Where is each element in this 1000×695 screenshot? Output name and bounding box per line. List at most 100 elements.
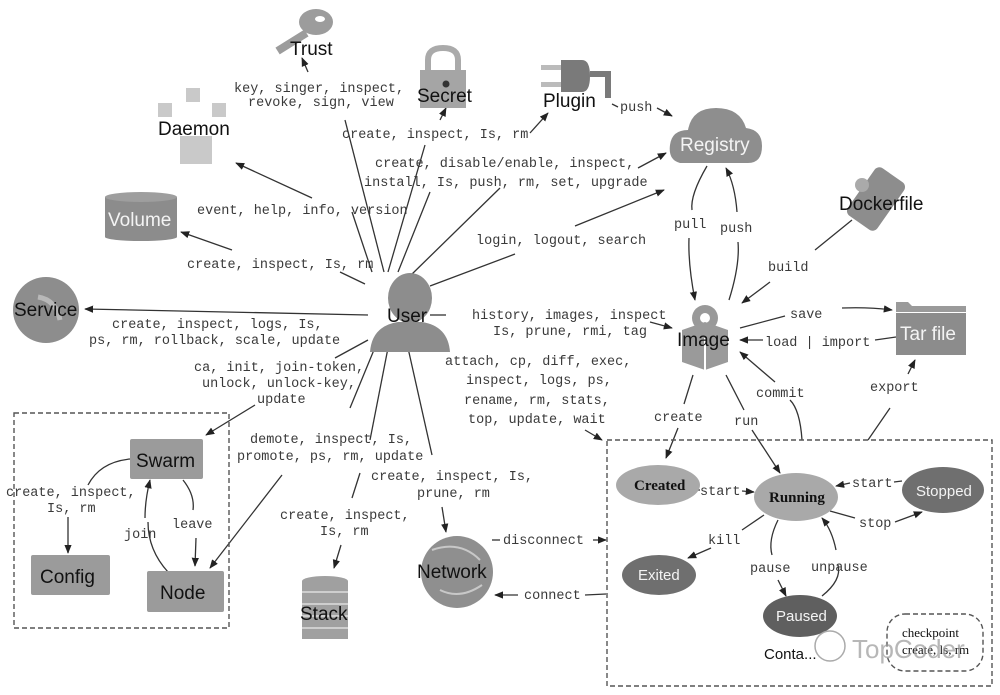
edge-running-exited <box>687 547 712 559</box>
lock-icon <box>420 44 466 108</box>
label-image-1: history, images, inspect <box>472 309 666 324</box>
label-kill: kill <box>708 534 740 549</box>
edge-user-volume-lower <box>339 271 366 285</box>
label-trust-1: key, singer, inspect, <box>234 82 404 97</box>
user-node[interactable]: User <box>370 273 450 352</box>
gear-box-icon <box>682 305 728 370</box>
label-service-1: create, inspect, logs, Is, <box>112 318 323 333</box>
config-box <box>31 555 110 595</box>
secret-node[interactable]: Secret <box>417 44 473 108</box>
label-swarm-2: unlock, unlock-key, <box>202 377 356 392</box>
plug-icon <box>541 60 611 98</box>
edge-start2-a <box>893 480 903 483</box>
edge-user-stack <box>332 544 342 569</box>
cloud-icon <box>669 108 762 163</box>
label-run: run <box>734 415 758 430</box>
label-pause: pause <box>750 562 791 577</box>
edge-user-image <box>649 321 673 330</box>
network-node[interactable]: Network <box>417 536 493 608</box>
edge-swarm-leave <box>191 537 199 567</box>
state-stopped[interactable]: Stopped <box>902 467 984 513</box>
state-running[interactable]: Running <box>754 473 838 521</box>
container-label: Conta... <box>764 646 817 663</box>
label-join: join <box>124 528 156 543</box>
tarfile-label: Tar file <box>900 324 956 345</box>
state-exited[interactable]: Exited <box>622 555 696 595</box>
edges <box>64 57 923 599</box>
tarfile-node[interactable]: Tar file <box>896 302 966 355</box>
edge-swarm-leave-a <box>182 479 194 511</box>
edge-plugin-push-a <box>611 103 619 108</box>
folder-icon <box>896 302 966 355</box>
key-icon <box>275 9 333 55</box>
edge-image-run <box>751 429 781 474</box>
label-container-4: top, update, wait <box>468 413 606 428</box>
daemon-icon <box>158 88 226 164</box>
edge-user-node-upper <box>349 344 377 409</box>
edge-node-join-a <box>147 521 169 573</box>
trust-node[interactable]: Trust <box>275 9 333 60</box>
cylinder-icon <box>105 192 177 241</box>
registry-node[interactable]: Registry <box>669 108 762 163</box>
dockerfile-label: Dockerfile <box>839 194 923 215</box>
edge-user-stack-mid <box>351 472 361 499</box>
edge-node-join <box>144 479 152 519</box>
scroll-icon <box>846 167 906 231</box>
label-config-2: Is, rm <box>47 502 96 517</box>
label-load-import: load | import <box>765 336 870 351</box>
edge-unpause-a <box>821 564 840 597</box>
label-swarm-1: ca, init, join-token, <box>194 361 364 376</box>
edge-user-node <box>209 474 283 569</box>
label-swarm-3: update <box>257 393 306 408</box>
watermark: TopCoder <box>814 630 965 664</box>
label-trust-2: revoke, sign, view <box>248 96 394 111</box>
checkpoint-label-1: checkpoint <box>902 625 959 640</box>
label-container-3: rename, rm, stats, <box>464 394 610 409</box>
edge-image-run-a <box>725 374 745 411</box>
globe-lines <box>431 545 483 595</box>
edge-user-plugin-a <box>397 191 431 273</box>
trust-label: Trust <box>290 39 333 60</box>
service-node[interactable]: Service <box>13 277 79 343</box>
daemon-label: Daemon <box>158 119 230 140</box>
exited-label: Exited <box>638 567 680 584</box>
plugin-label: Plugin <box>543 91 596 112</box>
edge-user-daemon-lower <box>351 211 373 273</box>
edge-export <box>907 359 916 375</box>
node-label: Node <box>160 583 205 604</box>
node-node[interactable]: Node <box>147 571 224 612</box>
state-created[interactable]: Created <box>616 465 700 505</box>
image-label: Image <box>677 330 730 351</box>
stack-node[interactable]: Stack <box>300 576 348 639</box>
edge-user-trust <box>301 57 309 73</box>
label-secret: create, inspect, Is, rm <box>342 128 528 143</box>
edge-user-service <box>84 305 369 316</box>
image-node[interactable]: Image <box>677 305 730 370</box>
state-paused[interactable]: Paused <box>763 595 837 637</box>
edge-tar-load-a <box>874 336 897 341</box>
label-connect: connect <box>524 589 581 604</box>
label-push: push <box>720 222 752 237</box>
edge-image-push-a <box>728 241 739 301</box>
edge-export-a <box>867 407 891 441</box>
container-group-box <box>606 439 993 687</box>
edge-user-registry-login <box>574 189 665 227</box>
edge-registry-pull <box>688 237 697 301</box>
plugin-node[interactable]: Plugin <box>541 60 611 112</box>
label-daemon: event, help, info, version <box>197 204 408 219</box>
dockerfile-node[interactable]: Dockerfile <box>839 165 923 233</box>
edge-user-container <box>584 429 603 441</box>
edge-commit-a <box>789 399 803 441</box>
label-commit: commit <box>756 387 805 402</box>
volume-node[interactable]: Volume <box>105 192 177 241</box>
edge-pause-a <box>770 519 779 556</box>
daemon-node[interactable]: Daemon <box>158 88 230 164</box>
edge-user-swarm-upper <box>334 339 369 359</box>
edge-paused-running <box>821 517 837 551</box>
edge-user-registry <box>637 152 667 169</box>
config-node[interactable]: Config <box>31 555 110 595</box>
edge-dockerfile-build-a <box>814 219 853 251</box>
edge-image-create <box>665 427 679 459</box>
label-registry: login, logout, search <box>476 234 646 249</box>
swarm-node[interactable]: Swarm <box>130 439 203 479</box>
